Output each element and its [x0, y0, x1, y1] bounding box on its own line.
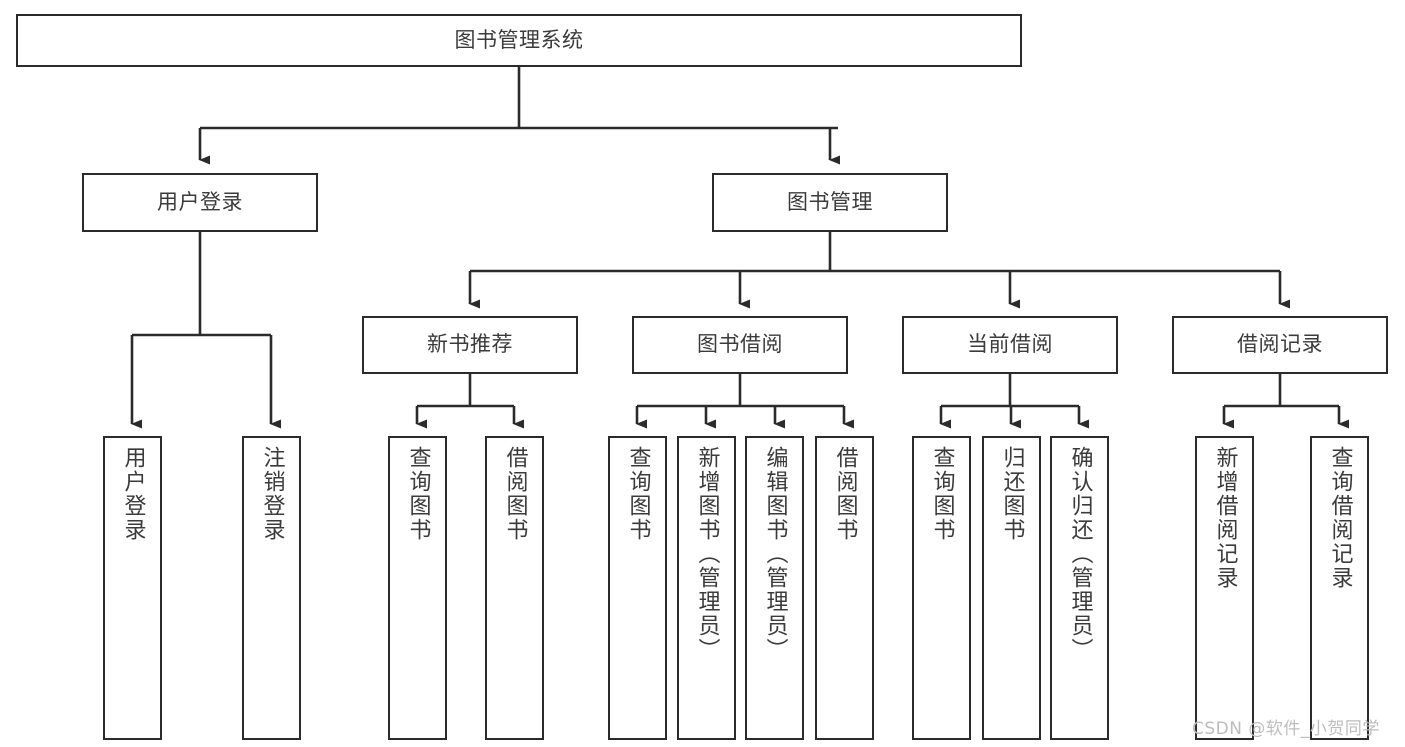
node-new-book-recommend-label: 新书推荐 [427, 332, 513, 357]
node-user-login[interactable]: 用户登录 [82, 173, 318, 232]
node-leaf-current-return-book[interactable]: 归还图书 [982, 436, 1041, 740]
node-leaf-borrow-query-book[interactable]: 查询图书 [608, 436, 667, 740]
node-leaf-record-add[interactable]: 新增借阅记录 [1195, 436, 1254, 740]
node-leaf-current-confirm-return-label: 确认归还（管理员） [1067, 446, 1093, 662]
watermark-text: CSDN @软件_小贺同学 [1192, 719, 1380, 739]
node-borrow-record-label: 借阅记录 [1237, 332, 1323, 357]
node-book-borrow[interactable]: 图书借阅 [632, 316, 848, 374]
node-new-book-recommend[interactable]: 新书推荐 [362, 316, 578, 374]
node-book-management[interactable]: 图书管理 [712, 173, 948, 232]
node-leaf-user-login-label: 用户登录 [120, 446, 146, 542]
node-leaf-recommend-query-book-label: 查询图书 [405, 446, 431, 542]
node-book-borrow-label: 图书借阅 [697, 332, 783, 357]
node-leaf-borrow-borrow-book-label: 借阅图书 [832, 446, 858, 542]
node-leaf-record-query-label: 查询借阅记录 [1327, 446, 1353, 590]
node-user-login-label: 用户登录 [157, 189, 243, 214]
node-root-label: 图书管理系统 [454, 27, 584, 52]
node-leaf-user-logout[interactable]: 注销登录 [242, 436, 301, 740]
node-leaf-current-query-book-label: 查询图书 [929, 446, 955, 542]
node-leaf-borrow-add-book-label: 新增图书（管理员） [694, 446, 720, 662]
node-borrow-record[interactable]: 借阅记录 [1172, 316, 1388, 374]
node-book-management-label: 图书管理 [787, 189, 873, 214]
node-leaf-record-query[interactable]: 查询借阅记录 [1310, 436, 1369, 740]
node-leaf-current-confirm-return[interactable]: 确认归还（管理员） [1050, 436, 1109, 740]
node-leaf-borrow-edit-book[interactable]: 编辑图书（管理员） [745, 436, 804, 740]
node-leaf-borrow-add-book[interactable]: 新增图书（管理员） [677, 436, 736, 740]
node-leaf-user-logout-label: 注销登录 [259, 446, 285, 542]
node-leaf-current-query-book[interactable]: 查询图书 [912, 436, 971, 740]
node-leaf-recommend-borrow-book[interactable]: 借阅图书 [485, 436, 544, 740]
node-current-borrow[interactable]: 当前借阅 [902, 316, 1118, 374]
node-leaf-user-login[interactable]: 用户登录 [103, 436, 162, 740]
node-leaf-borrow-borrow-book[interactable]: 借阅图书 [815, 436, 874, 740]
node-leaf-recommend-borrow-book-label: 借阅图书 [502, 446, 528, 542]
node-leaf-borrow-edit-book-label: 编辑图书（管理员） [762, 446, 788, 662]
node-leaf-recommend-query-book[interactable]: 查询图书 [388, 436, 447, 740]
node-leaf-borrow-query-book-label: 查询图书 [625, 446, 651, 542]
node-leaf-record-add-label: 新增借阅记录 [1212, 446, 1238, 590]
node-current-borrow-label: 当前借阅 [967, 332, 1053, 357]
node-leaf-current-return-book-label: 归还图书 [999, 446, 1025, 542]
node-root[interactable]: 图书管理系统 [16, 14, 1022, 67]
